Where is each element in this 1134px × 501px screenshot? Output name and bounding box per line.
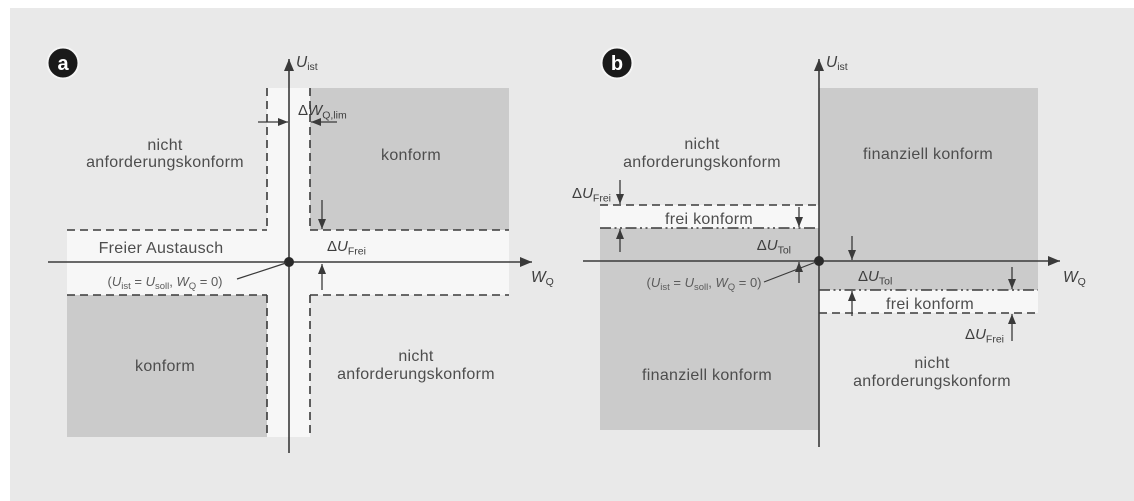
panel-b: ΔUFrei ΔUTol ΔUTol ΔUFrei Uist WQ nicht … <box>572 46 1086 447</box>
panel-badge-letter: b <box>611 53 623 75</box>
region-label-nicht-1: nicht <box>147 137 183 154</box>
region-konform-bottom-left <box>67 295 267 437</box>
pointer-line <box>763 261 817 283</box>
region-label-nicht-1: nicht <box>914 355 950 372</box>
band-label-frei-konform-left: frei konform <box>665 211 753 228</box>
region-finanziell-bottom-left <box>600 228 819 430</box>
panel-badge <box>46 46 80 80</box>
pointer-line <box>236 262 287 280</box>
panel-a: ΔWQ,lim ΔUFrei Uist WQ nicht anforderung… <box>46 46 554 453</box>
x-axis-label: WQ <box>531 269 554 288</box>
dim-label-u-tol-right: ΔUTol <box>858 268 892 288</box>
x-axis-label: WQ <box>1063 269 1086 288</box>
region-label-finanziell-tr: finanziell konform <box>863 146 993 163</box>
free-band-left <box>600 205 819 228</box>
origin-dot <box>284 257 294 267</box>
origin-note: (Uist = Usoll, WQ = 0) <box>108 274 223 292</box>
region-label-nicht-1: nicht <box>398 348 434 365</box>
band-label-frei-konform-right: frei konform <box>886 296 974 313</box>
dim-label-wq-lim: ΔWQ,lim <box>298 102 347 122</box>
region-label-finanziell-bl: finanziell konform <box>642 367 772 384</box>
region-label-konform-tr: konform <box>381 147 441 164</box>
region-label-nicht-2: anforderungskonform <box>853 373 1011 390</box>
origin-dot <box>814 256 824 266</box>
dim-label-u-frei-left: ΔUFrei <box>572 185 611 205</box>
dim-label-u-frei-right: ΔUFrei <box>965 326 1004 346</box>
region-label-nicht-1: nicht <box>684 136 720 153</box>
panel-badge <box>600 46 634 80</box>
free-band-right <box>819 290 1038 313</box>
region-label-nicht-2: anforderungskonform <box>86 154 244 171</box>
region-label-nicht-2: anforderungskonform <box>337 366 495 383</box>
region-label-nicht-2: anforderungskonform <box>623 154 781 171</box>
panel-badge-letter: a <box>57 53 69 75</box>
region-konform-top-right <box>310 88 509 230</box>
origin-note: (Uist = Usoll, WQ = 0) <box>647 275 762 293</box>
dim-label-u-tol-left: ΔUTol <box>757 237 791 257</box>
y-axis-label: Uist <box>826 54 848 73</box>
y-axis-label: Uist <box>296 54 318 73</box>
band-label-freier-austausch: Freier Austausch <box>99 240 224 257</box>
region-label-konform-bl: konform <box>135 358 195 375</box>
dim-label-u-frei: ΔUFrei <box>327 238 366 258</box>
